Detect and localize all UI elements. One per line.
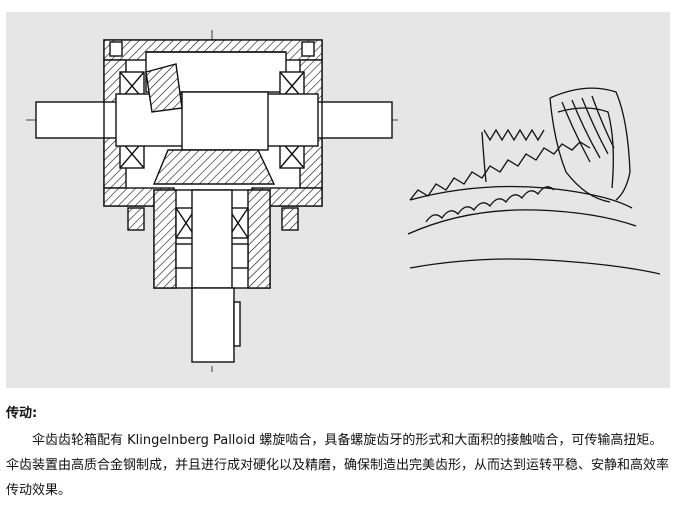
spiral-bevel-gear-teeth-drawing xyxy=(407,87,661,275)
technical-illustration xyxy=(6,12,670,388)
section-heading: 传动: xyxy=(6,406,38,421)
paragraph-text: 伞齿齿轮箱配有 Klingelnberg Palloid 螺旋啮合，具备螺旋齿牙… xyxy=(6,433,670,498)
section-paragraph: 伞齿齿轮箱配有 Klingelnberg Palloid 螺旋啮合，具备螺旋齿牙… xyxy=(6,428,672,503)
gearbox-section-drawing xyxy=(26,30,661,372)
